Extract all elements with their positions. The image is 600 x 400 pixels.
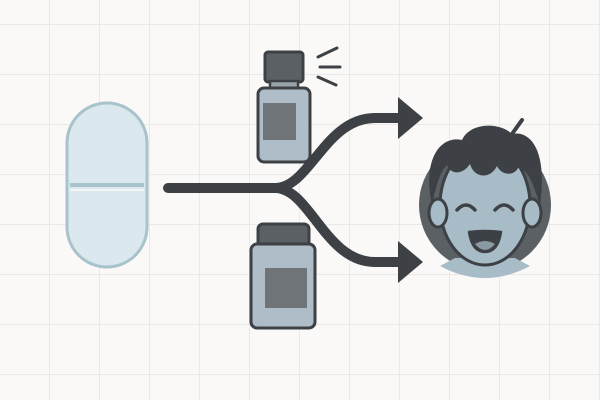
happy-boy-icon <box>419 118 551 278</box>
capsule-icon <box>65 101 149 269</box>
spray-lines-icon <box>316 46 342 87</box>
pill-bottle-icon <box>249 222 317 330</box>
arrow-lower-branch <box>270 183 403 267</box>
arrow-upper-head <box>398 97 423 139</box>
hair-shape <box>429 125 542 205</box>
spray-bottle-icon <box>256 46 342 164</box>
arrow-split-icon <box>163 113 403 267</box>
arrow-lower-head <box>398 241 423 283</box>
arrow-upper-branch <box>270 113 403 193</box>
